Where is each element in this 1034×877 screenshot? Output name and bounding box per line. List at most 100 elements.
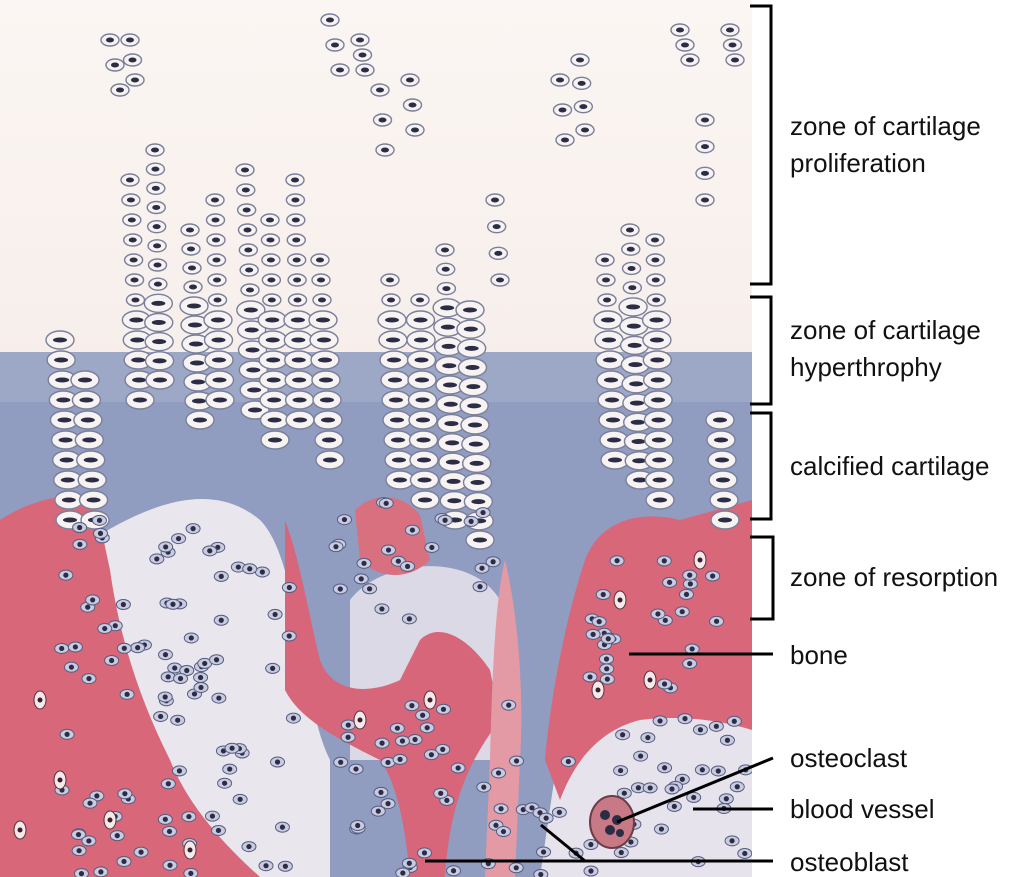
marrow-cell-nucleus xyxy=(166,781,171,786)
label-proliferation-line2: proliferation xyxy=(790,148,926,178)
marrow-cell-nucleus xyxy=(690,646,695,651)
marrow-cell-nucleus xyxy=(109,658,114,663)
chondrocyte-nucleus xyxy=(78,378,92,383)
chondrocyte-nucleus xyxy=(627,324,641,329)
chondrocyte-nucleus xyxy=(628,343,642,348)
chondrocyte-nucleus xyxy=(716,478,730,483)
marrow-cell-nucleus xyxy=(273,612,278,617)
chondrocyte-nucleus xyxy=(211,318,225,323)
label-osteoclast: osteoclast xyxy=(790,743,908,773)
chondrocyte-nucleus xyxy=(266,358,280,363)
chondrocyte-nucleus xyxy=(416,418,430,423)
chondrocyte-nucleus xyxy=(729,43,737,48)
chondrocyte-nucleus xyxy=(266,218,274,223)
chondrocyte-nucleus xyxy=(266,338,280,343)
marrow-cell-nucleus xyxy=(263,863,268,868)
marrow-cell-nucleus xyxy=(163,544,168,549)
chondrocyte-nucleus xyxy=(442,363,456,368)
marrow-cell-nucleus xyxy=(219,618,224,623)
marrow-cell-nucleus xyxy=(166,674,171,679)
marrow-cell-nucleus xyxy=(698,727,703,732)
marrow-cell-nucleus xyxy=(207,548,212,553)
marrow-cell-nucleus xyxy=(338,760,343,765)
chondrocyte-nucleus xyxy=(267,258,275,263)
chondrocyte-nucleus xyxy=(246,348,260,353)
chondrocyte-nucleus xyxy=(57,418,71,423)
chondrocyte-nucleus xyxy=(131,78,139,83)
marrow-cell-nucleus xyxy=(710,573,715,578)
marrow-cell-nucleus xyxy=(604,666,609,671)
marrow-cell-nucleus xyxy=(420,713,425,718)
chondrocyte-nucleus xyxy=(191,380,205,385)
chondrocyte-nucleus xyxy=(630,401,644,406)
chondrocyte-nucleus xyxy=(59,438,73,443)
marrow-cell-nucleus xyxy=(172,665,177,670)
chondrocyte-nucleus xyxy=(576,58,584,63)
chondrocyte-nucleus xyxy=(628,266,636,271)
marrow-cell-nucleus xyxy=(496,770,501,775)
marrow-cell-nucleus xyxy=(506,703,511,708)
chondrocyte-nucleus xyxy=(111,63,119,68)
marrow-cell-nucleus xyxy=(438,791,443,796)
marrow-cell-nucleus xyxy=(361,561,366,566)
chondrocyte-nucleus xyxy=(266,238,274,243)
chondrocyte-nucleus xyxy=(465,346,479,351)
marrow-cell-nucleus xyxy=(680,777,685,782)
marrow-cell-nucleus xyxy=(444,798,449,803)
marrow-cell-nucleus xyxy=(716,768,721,773)
chondrocyte-nucleus xyxy=(626,228,634,233)
chondrocyte-nucleus xyxy=(293,278,301,283)
chondrocyte-nucleus xyxy=(493,224,501,229)
chondrocyte-nucleus xyxy=(336,68,344,73)
marrow-cell-nucleus xyxy=(742,851,747,856)
marrow-cell-nucleus xyxy=(333,544,338,549)
marrow-cell-nucleus xyxy=(480,510,485,515)
chondrocyte-nucleus xyxy=(60,458,74,463)
chondrocyte-nucleus xyxy=(676,28,684,33)
marrow-cell-nucleus xyxy=(214,657,219,662)
chondrocyte-nucleus xyxy=(106,38,114,43)
marrow-cell-nucleus xyxy=(76,832,81,837)
marrow-cell-nucleus xyxy=(687,573,692,578)
marrow-cell-nucleus xyxy=(620,732,625,737)
marrow-cell-nucleus xyxy=(85,604,90,609)
chondrocyte-nucleus xyxy=(268,298,276,303)
chondrocyte-nucleus xyxy=(386,338,400,343)
marrow-cell-nucleus xyxy=(691,795,696,800)
marrow-cell-nucleus xyxy=(170,602,175,607)
chondrocyte-nucleus xyxy=(323,458,337,463)
chondrocyte-nucleus xyxy=(650,358,664,363)
chondrocyte-nucleus xyxy=(415,378,429,383)
chondrocyte-nucleus xyxy=(631,420,645,425)
chondrocyte-nucleus xyxy=(267,378,281,383)
chondrocyte-nucleus xyxy=(267,278,275,283)
chondrocyte-nucleus xyxy=(294,298,302,303)
marrow-cell-nucleus xyxy=(663,618,668,623)
marrow-cell-nucleus xyxy=(73,644,78,649)
marrow-cell-nucleus xyxy=(396,559,401,564)
osteocyte-nucleus xyxy=(18,828,23,833)
chondrocyte-nucleus xyxy=(267,398,281,403)
chondrocyte-nucleus xyxy=(189,342,203,347)
marrow-cell-nucleus xyxy=(714,619,719,624)
chondrocyte-nucleus xyxy=(318,358,332,363)
marrow-cell-nucleus xyxy=(246,844,251,849)
chondrocyte-nucleus xyxy=(607,438,621,443)
chondrocyte-nucleus xyxy=(129,318,143,323)
osteocyte-nucleus xyxy=(618,598,623,603)
marrow-cell-nucleus xyxy=(407,861,412,866)
marrow-cell-nucleus xyxy=(198,685,203,690)
chondrocyte-nucleus xyxy=(471,480,485,485)
chondrocyte-nucleus xyxy=(293,258,301,263)
osteocyte-nucleus xyxy=(596,688,601,693)
chondrocyte-nucleus xyxy=(391,438,405,443)
marrow-cell-nucleus xyxy=(90,597,95,602)
marrow-cell-nucleus xyxy=(346,722,351,727)
marrow-cell-nucleus xyxy=(378,790,383,795)
chondrocyte-nucleus xyxy=(393,478,407,483)
histology-micrograph xyxy=(0,0,753,877)
chondrocyte-nucleus xyxy=(652,298,660,303)
chondrocyte-nucleus xyxy=(650,318,664,323)
chondrocyte-nucleus xyxy=(246,368,260,373)
marrow-cell-nucleus xyxy=(184,668,189,673)
